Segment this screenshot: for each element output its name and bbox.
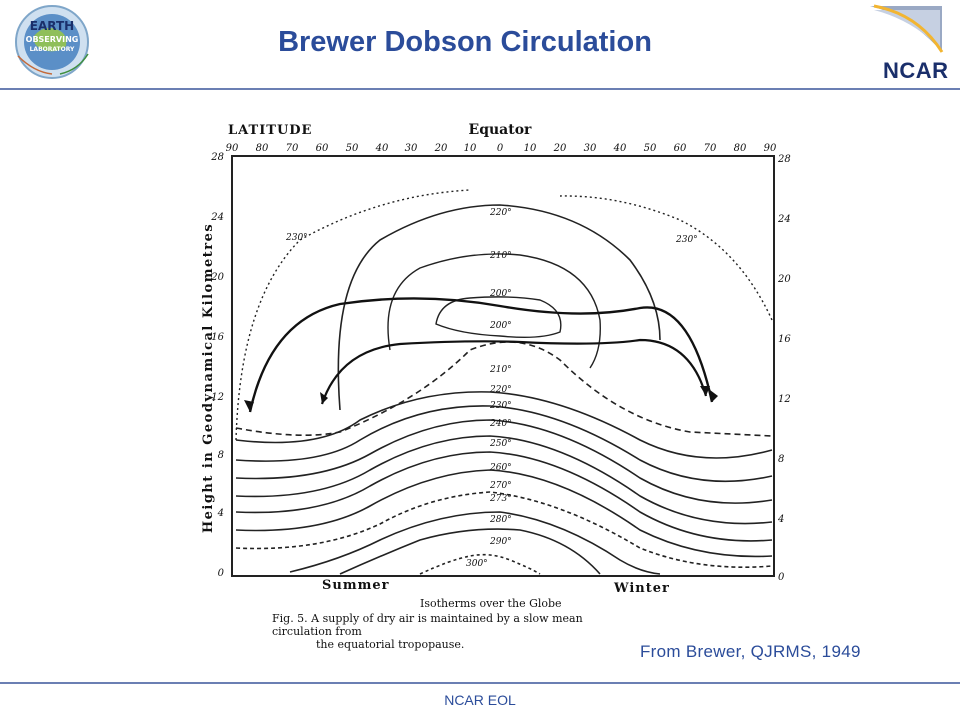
lat-tick: 40 bbox=[375, 143, 389, 154]
arrowhead bbox=[710, 390, 718, 402]
lat-tick: 60 bbox=[674, 143, 687, 154]
figure-caption: Fig. 5. A supply of dry air is maintaine… bbox=[272, 612, 612, 651]
isotherm-label: 210° bbox=[489, 251, 512, 261]
isotherm-label: 200° bbox=[489, 321, 512, 331]
isotherm-230-left bbox=[235, 189, 471, 441]
lat-tick: 30 bbox=[584, 143, 597, 154]
citation: From Brewer, QJRMS, 1949 bbox=[640, 642, 861, 661]
height-tick: 24 bbox=[777, 214, 791, 225]
isotherm-label: 260° bbox=[489, 463, 512, 473]
lat-tick: 0 bbox=[497, 143, 504, 154]
lat-tick: 50 bbox=[644, 143, 657, 154]
eol-logo-line1: EARTH bbox=[30, 19, 74, 33]
isotherm-label: 300° bbox=[466, 559, 488, 569]
lat-tick: 10 bbox=[464, 143, 477, 154]
height-ticks-right: 28 24 20 16 12 8 4 0 bbox=[777, 154, 791, 583]
isotherm-230-right bbox=[559, 195, 773, 321]
isotherm-label: 210° bbox=[489, 365, 512, 375]
height-tick: 20 bbox=[210, 272, 224, 283]
winter-label: Winter bbox=[613, 581, 670, 596]
height-tick: 24 bbox=[210, 212, 224, 223]
isotherm-label: 240° bbox=[489, 419, 512, 429]
arrowhead bbox=[244, 400, 254, 412]
isotherm-label: 280° bbox=[489, 515, 512, 525]
height-tick: 28 bbox=[777, 154, 791, 165]
height-tick: 20 bbox=[777, 274, 791, 285]
isotherm-label: 230° bbox=[285, 233, 308, 243]
isotherm-label: 230° bbox=[489, 401, 512, 411]
footer-text: NCAR EOL bbox=[444, 692, 516, 708]
summer-label: Summer bbox=[322, 578, 389, 593]
circulation-lower bbox=[320, 338, 708, 405]
lat-tick: 90 bbox=[764, 143, 777, 154]
height-tick: 28 bbox=[210, 152, 224, 163]
height-tick: 8 bbox=[778, 454, 784, 465]
latitude-tick-labels: 90 80 70 60 50 40 30 20 10 0 10 20 30 40… bbox=[226, 143, 777, 154]
arrowhead bbox=[320, 392, 328, 404]
isotherm-label: 220° bbox=[489, 385, 512, 395]
lat-tick: 80 bbox=[734, 143, 747, 154]
isotherm-label: 250° bbox=[489, 439, 512, 449]
height-tick: 16 bbox=[211, 332, 224, 343]
y-axis-label: Height in Geodynamical Kilometres bbox=[201, 223, 216, 533]
height-tick: 4 bbox=[777, 514, 784, 525]
bottom-divider bbox=[0, 682, 960, 684]
eol-logo-line3: LABORATORY bbox=[30, 46, 75, 53]
height-tick: 0 bbox=[778, 572, 785, 583]
equator-label: Equator bbox=[469, 122, 533, 138]
lat-tick: 70 bbox=[286, 143, 299, 154]
isotherm-200 bbox=[435, 296, 562, 339]
lat-tick: 20 bbox=[434, 143, 448, 154]
slide-title: Brewer Dobson Circulation bbox=[278, 26, 652, 58]
lat-tick: 70 bbox=[704, 143, 717, 154]
isotherm-220 bbox=[337, 204, 661, 411]
caption-line1: Fig. 5. A supply of dry air is maintaine… bbox=[272, 612, 583, 638]
lat-tick: 20 bbox=[553, 143, 567, 154]
brewer-figure: LATITUDE Equator 90 80 70 60 50 40 30 20… bbox=[201, 122, 791, 596]
lat-tick: 50 bbox=[346, 143, 359, 154]
circulation-upper bbox=[248, 297, 714, 413]
height-tick: 12 bbox=[778, 394, 791, 405]
height-tick: 16 bbox=[778, 334, 791, 345]
eol-logo: EARTH OBSERVING LABORATORY bbox=[15, 5, 89, 79]
top-divider bbox=[0, 88, 960, 90]
height-tick: 4 bbox=[217, 508, 224, 519]
caption-line2: the equatorial tropopause. bbox=[316, 638, 465, 651]
isotherm-label: 290° bbox=[489, 537, 512, 547]
lat-tick: 40 bbox=[613, 143, 627, 154]
lat-tick: 80 bbox=[256, 143, 269, 154]
latitude-label: LATITUDE bbox=[228, 123, 312, 138]
isotherm-label: 273° bbox=[489, 494, 512, 504]
eol-logo-line2: OBSERVING bbox=[26, 35, 79, 44]
height-tick: 0 bbox=[218, 568, 225, 579]
isotherm-label: 200° bbox=[489, 289, 512, 299]
ncar-swoosh-icon bbox=[870, 4, 944, 53]
tropopause-line bbox=[235, 341, 773, 437]
height-tick: 8 bbox=[218, 450, 224, 461]
isotherm-label: 270° bbox=[489, 481, 512, 491]
lat-tick: 30 bbox=[405, 143, 418, 154]
isotherm-210 bbox=[387, 253, 601, 369]
troposphere-isotherms bbox=[235, 391, 773, 575]
isotherm-labels: 220° 210° 200° 200° 210° 220° 230° 240° … bbox=[285, 208, 698, 569]
lat-tick: 60 bbox=[316, 143, 329, 154]
isotherm-label: 220° bbox=[489, 208, 512, 218]
height-ticks-left: 28 24 20 16 12 8 4 0 bbox=[210, 152, 224, 579]
ncar-logo-text: NCAR bbox=[883, 58, 949, 83]
height-tick: 12 bbox=[211, 392, 224, 403]
lat-tick: 10 bbox=[524, 143, 537, 154]
isotherm-label: 230° bbox=[675, 235, 698, 245]
figure-frame bbox=[231, 155, 775, 577]
isotherm-title: Isotherms over the Globe bbox=[420, 597, 562, 610]
lat-tick: 90 bbox=[226, 143, 239, 154]
arrowhead bbox=[700, 386, 710, 396]
